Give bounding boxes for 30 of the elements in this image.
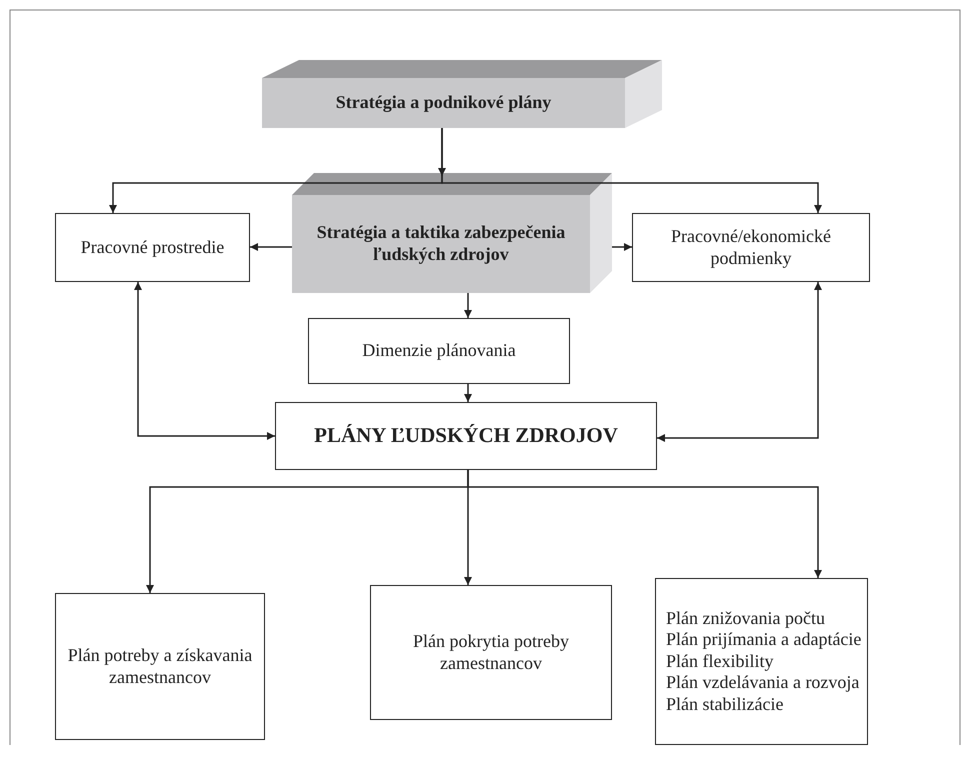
arrow: [441, 128, 822, 213]
box-label: Stratégia a podnikové plány: [336, 92, 552, 114]
box-label: Dimenzie plánovania: [362, 340, 516, 362]
list-item: Plán flexibility: [666, 650, 774, 672]
list-item: Plán stabilizácie: [666, 694, 784, 716]
arrow: [464, 384, 472, 402]
arrow: [134, 282, 275, 440]
arrow: [612, 243, 632, 251]
process-box: [55, 213, 250, 282]
process-box: [55, 593, 265, 740]
box-label: PLÁNY ĽUDSKÝCH ZDROJOV: [314, 423, 618, 449]
arrow: [657, 282, 822, 442]
process-box: [292, 195, 590, 293]
process-box: [262, 78, 625, 128]
box-label: Stratégia a taktika zabezpečenia ľudských zdrojov: [316, 222, 566, 266]
list-item: Plán prijímania a adaptácie: [666, 629, 862, 651]
box-label: Pracovné prostredie: [80, 236, 224, 258]
box-label: Plán pokrytia potreby zamestnancov: [412, 630, 570, 674]
list-item: Plán znižovania počtu: [666, 608, 825, 630]
arrow: [250, 243, 292, 251]
arrow: [467, 470, 822, 578]
box-label: Pracovné/ekonomické podmienky: [670, 226, 832, 270]
process-box: [308, 318, 570, 384]
process-box: [370, 585, 612, 720]
process-box: [655, 578, 868, 745]
process-box: [632, 213, 870, 282]
box-label: Plán potreby a získavania zamestnancov: [66, 644, 254, 688]
arrow: [464, 293, 472, 318]
list-item: Plán vzdelávania a rozvoja: [666, 672, 860, 694]
process-box: [275, 402, 657, 470]
